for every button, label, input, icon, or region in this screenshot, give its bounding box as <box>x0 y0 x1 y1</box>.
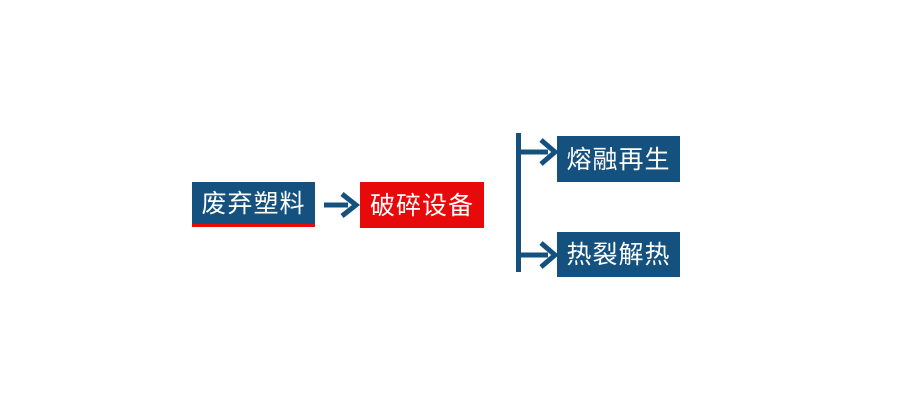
node-waste-plastic-label: 废弃塑料 <box>201 188 306 218</box>
node-melt-regeneration[interactable]: 熔融再生 <box>557 136 680 182</box>
node-pyrolysis-label: 热裂解热 <box>566 240 671 269</box>
node-melt-regeneration-label: 熔融再生 <box>566 144 671 174</box>
node-pyrolysis[interactable]: 热裂解热 <box>557 232 680 277</box>
node-waste-plastic[interactable]: 废弃塑料 <box>192 182 315 227</box>
branch-bracket-connector <box>508 128 564 280</box>
node-crusher-label: 破碎设备 <box>369 190 474 220</box>
node-crusher[interactable]: 破碎设备 <box>360 182 484 228</box>
arrow-waste-plastic-to-crusher <box>322 190 362 220</box>
